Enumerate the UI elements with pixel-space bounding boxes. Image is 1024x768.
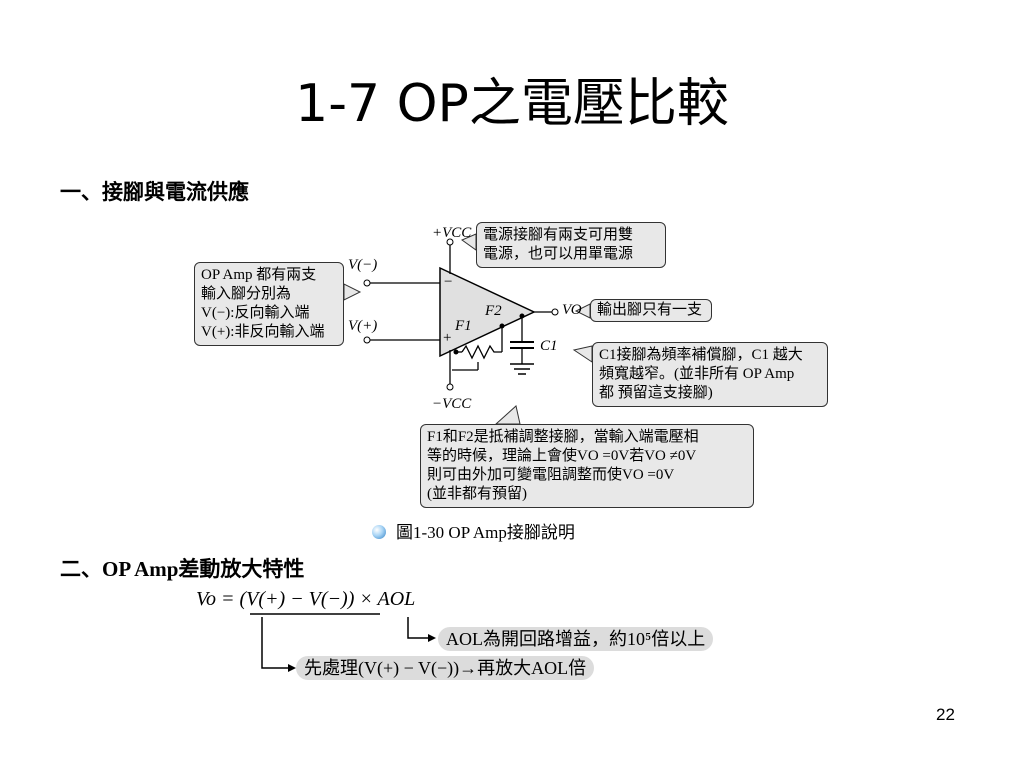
- vpos-terminal: [363, 336, 371, 344]
- f2-label: F2: [485, 303, 502, 319]
- vcc-pos-terminal: [446, 238, 454, 246]
- plus-sign: +: [443, 330, 452, 346]
- bullet-icon: [372, 525, 386, 539]
- f1f2-callout-pointer: [494, 405, 521, 425]
- vneg-terminal: [363, 279, 371, 287]
- gain-note: AOL為開回路增益，約10⁵倍以上: [438, 627, 714, 651]
- vpos-label: V(+): [348, 318, 378, 334]
- c1-label: C1: [540, 338, 558, 354]
- op-amp-triangle: [439, 266, 536, 358]
- c1-callout: C1接腳為頻率補償腳，C1 越大 頻寬越窄。(並非所有 OP Amp 都 預留這…: [592, 342, 828, 407]
- output-callout: 輸出腳只有一支: [590, 299, 712, 322]
- figure-caption: 圖1-30 OP Amp接腳說明: [372, 518, 575, 543]
- f1-node: [453, 349, 459, 355]
- section-heading-diff-amp: 二、OP Amp差動放大特性: [60, 557, 305, 581]
- c1-node: [519, 313, 525, 319]
- process-arrow: [261, 617, 288, 669]
- gain-formula: Vo = (V(+) − V(−)) × AOL: [196, 588, 416, 610]
- page-number: 22: [936, 705, 955, 724]
- output-terminal: [551, 308, 559, 316]
- inputs-callout: OP Amp 都有兩支 輸入腳分別為 V(−):反向輸入端 V(+):非反向輸入…: [194, 262, 344, 346]
- vcc-pos-label: +VCC: [432, 225, 472, 241]
- vo-label: VO: [562, 302, 582, 318]
- page-title: 1-7 OP之電壓比較: [295, 74, 729, 134]
- gain-arrow: [407, 617, 428, 639]
- process-note: 先處理(V(+) − V(−))→再放大AOL倍: [296, 656, 595, 680]
- f1f2-callout: F1和F2是抵補調整接腳，當輸入端電壓相 等的時候，理論上會使VO =0V若VO…: [420, 424, 754, 508]
- process-arrow-head: [288, 664, 296, 672]
- minus-sign: −: [444, 274, 453, 290]
- gain-arrow-head: [428, 634, 436, 642]
- inputs-callout-pointer: [343, 283, 362, 301]
- f2-node: [499, 323, 505, 329]
- trim-resistor: [461, 344, 502, 360]
- section-heading-pins: 一、接腳與電流供應: [60, 180, 249, 204]
- power-callout: 電源接腳有兩支可用雙 電源，也可以用單電源: [476, 222, 666, 268]
- vneg-label: V(−): [348, 257, 378, 273]
- vcc-neg-terminal: [446, 383, 454, 391]
- vcc-neg-label: −VCC: [432, 396, 472, 412]
- c1-callout-pointer: [572, 345, 593, 363]
- f1-label: F1: [455, 318, 472, 334]
